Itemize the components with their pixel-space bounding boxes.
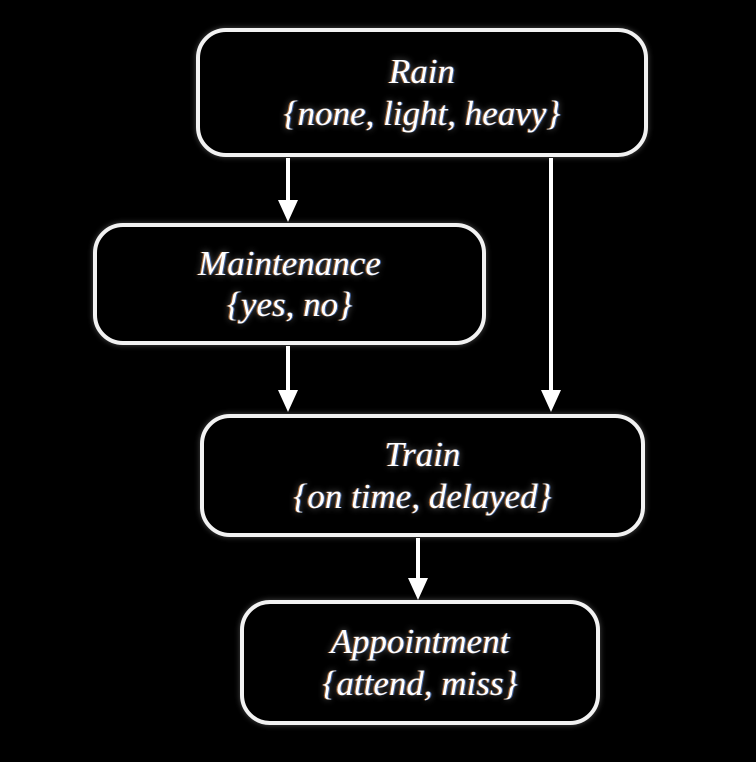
node-appointment[interactable]: Appointment {attend, miss} <box>240 600 600 725</box>
node-train-label: Train <box>384 435 461 475</box>
node-maintenance-label: Maintenance <box>198 243 381 283</box>
node-appointment-label: Appointment <box>330 622 510 662</box>
node-train-states: {on time, delayed} <box>293 476 552 516</box>
node-appointment-states: {attend, miss} <box>322 663 518 703</box>
arrow-down-icon <box>278 346 298 412</box>
arrow-down-icon <box>278 158 298 222</box>
edge-rain-to-maintenance <box>268 150 308 230</box>
node-rain-states: {none, light, heavy} <box>283 93 561 133</box>
arrow-down-icon <box>541 158 561 412</box>
edge-rain-to-train <box>531 150 571 420</box>
arrow-down-icon <box>408 538 428 600</box>
node-maintenance[interactable]: Maintenance {yes, no} <box>93 223 486 345</box>
node-rain[interactable]: Rain {none, light, heavy} <box>196 28 648 157</box>
edge-maintenance-to-train <box>268 338 308 420</box>
node-rain-label: Rain <box>388 52 456 92</box>
edge-train-to-appointment <box>398 530 438 608</box>
node-maintenance-states: {yes, no} <box>226 285 353 324</box>
node-train[interactable]: Train {on time, delayed} <box>200 414 645 537</box>
